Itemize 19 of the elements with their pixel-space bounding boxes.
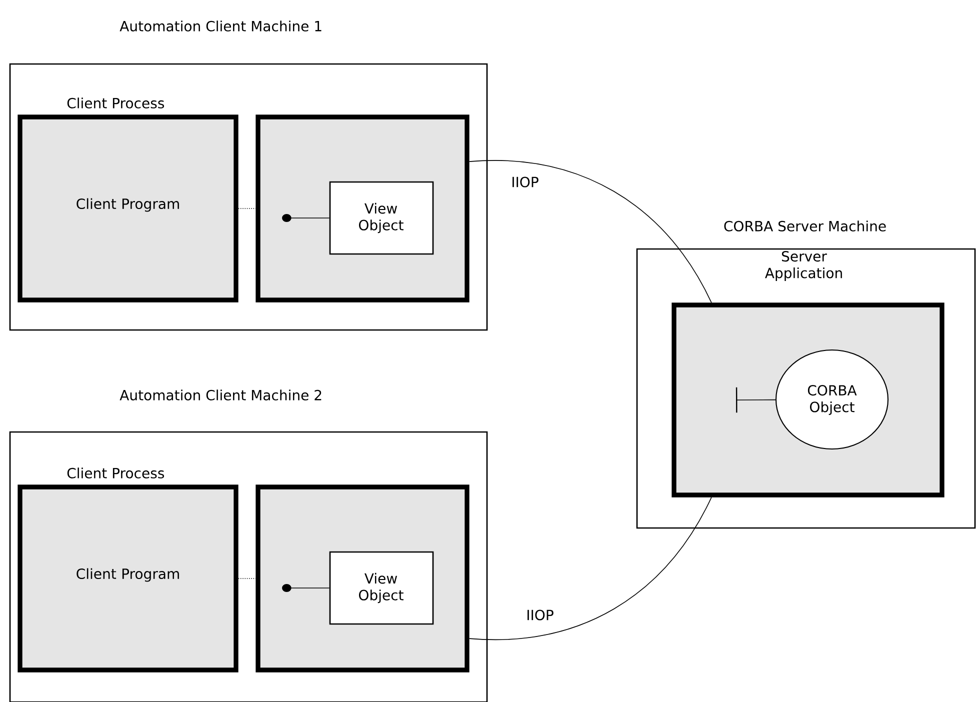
node-label: Client Process [67,468,164,478]
process-box: Client Process Client Program [18,98,238,302]
interface-lollipop [736,387,776,413]
process-box: Client Process Client Program [18,468,238,672]
node-label: CORBA Server Machine [724,220,886,232]
object-box: View Object [329,181,434,255]
connector-line [468,160,712,304]
node-label: Automation Client Machine 2 [120,390,322,400]
object-box: View Object [329,551,434,625]
connector-line [468,496,712,640]
node-label: Automation Client Machine 1 [120,20,322,32]
node-label: Server Application [765,251,842,281]
connector-line [238,208,256,209]
edge-label: IIOP [524,608,556,622]
node-label: Client Process [67,98,164,108]
interface-lollipop [282,214,330,222]
edge-label: IIOP [510,175,540,189]
interface-lollipop [282,584,330,592]
connector-line [238,578,256,579]
